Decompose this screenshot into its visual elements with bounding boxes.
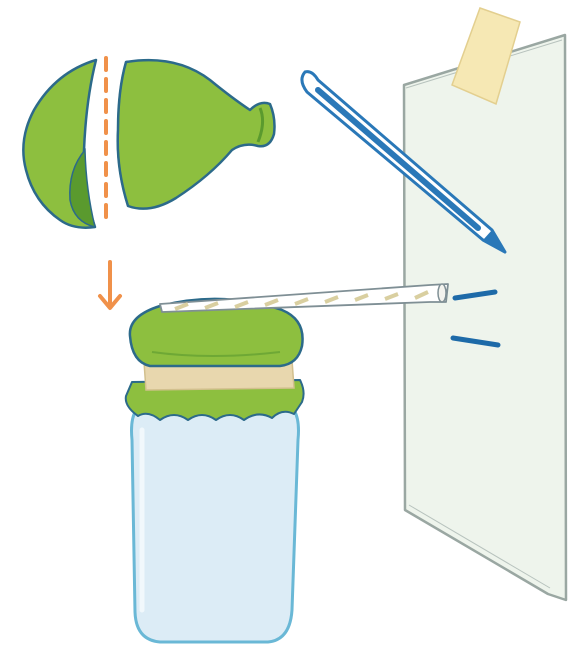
balloon-half-left — [23, 60, 96, 228]
balloon-half-right — [118, 60, 275, 209]
glass-jar — [132, 410, 299, 642]
placement-arrow — [100, 262, 120, 308]
paper-sheet — [404, 35, 566, 600]
